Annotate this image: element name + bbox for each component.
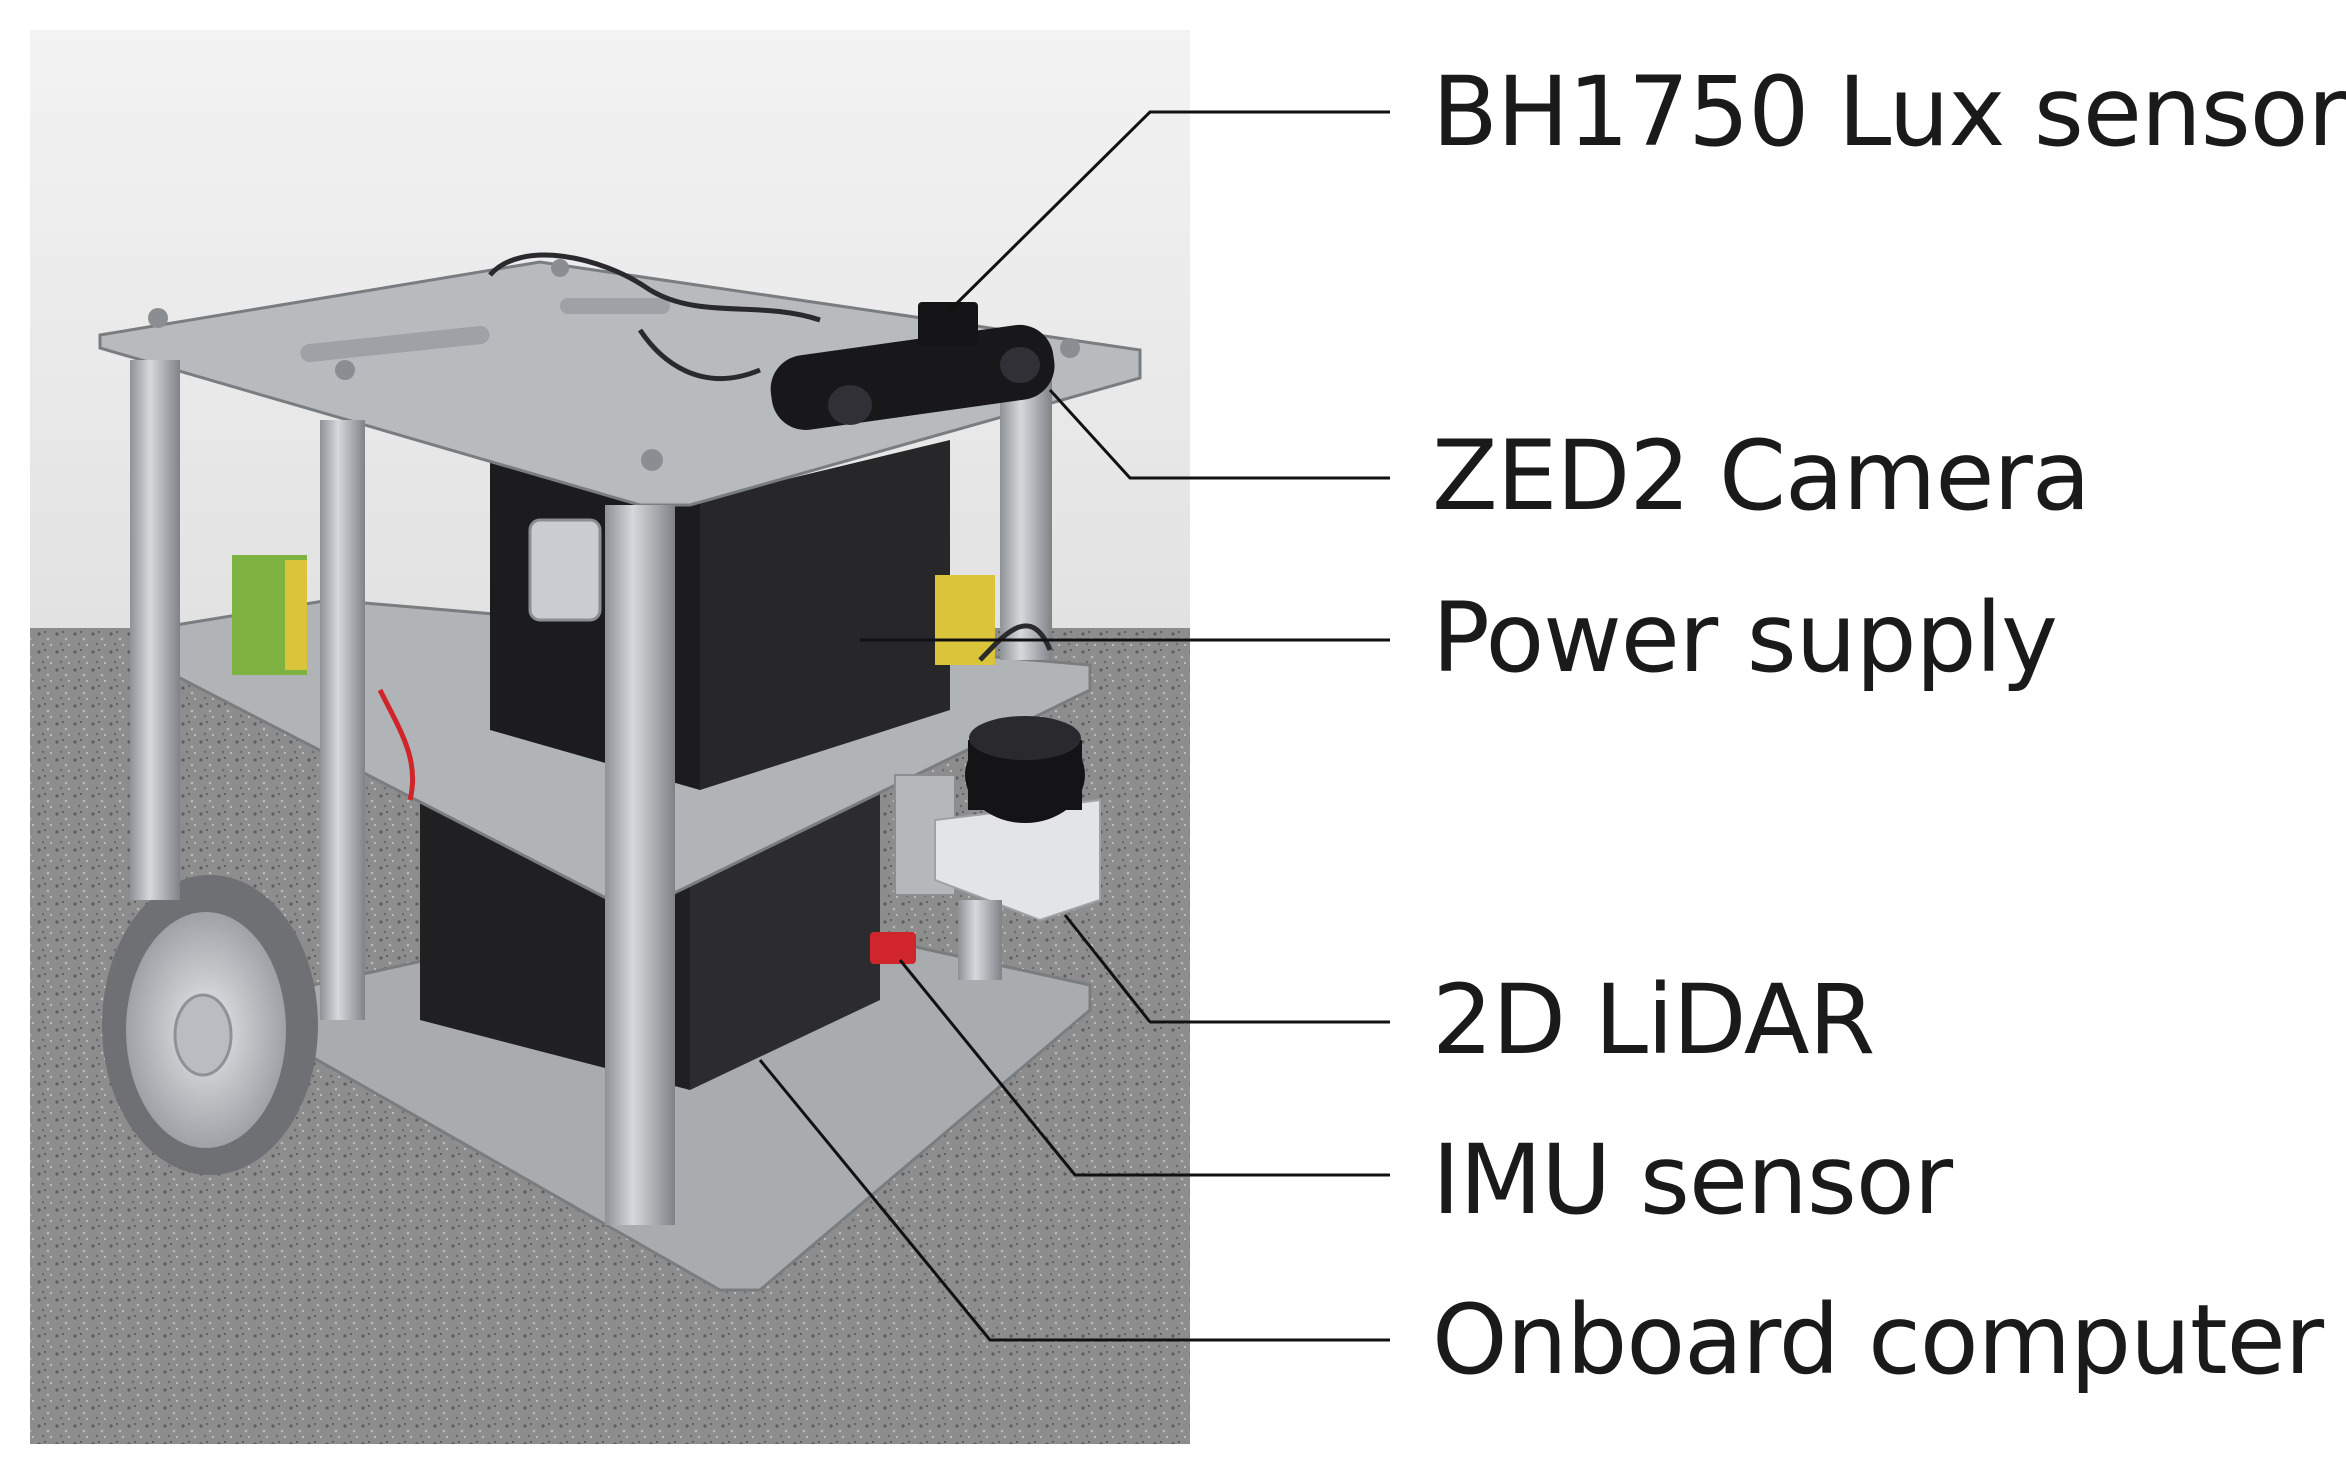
leader-lidar [1063, 914, 1390, 1024]
leader-lux [948, 110, 1390, 312]
plate-bolts [148, 259, 1080, 471]
robot-illustration [98, 252, 1142, 1292]
support-posts [130, 360, 1052, 1225]
zed2-camera [770, 324, 1055, 430]
imu-box [870, 932, 916, 964]
cables [488, 252, 1053, 662]
label-2d-lidar: 2D LiDAR [1432, 964, 1875, 1076]
label-lux-sensor: BH1750 Lux sensor [1432, 56, 2346, 168]
lux-sensor [918, 302, 978, 346]
lidar-unit [894, 716, 1101, 922]
top-plate [98, 260, 1142, 507]
wheel [102, 875, 318, 1175]
label-onboard-computer: Onboard computer [1432, 1284, 2324, 1396]
label-power-supply: Power supply [1432, 582, 2058, 694]
leader-imu [898, 959, 1390, 1177]
label-imu-sensor: IMU sensor [1432, 1124, 1953, 1236]
label-zed2-camera: ZED2 Camera [1432, 420, 2091, 532]
leader-lines [758, 110, 1390, 1342]
leader-computer [758, 1059, 1390, 1342]
leader-camera [1048, 388, 1390, 480]
robot-photo-figure [30, 30, 1390, 1444]
